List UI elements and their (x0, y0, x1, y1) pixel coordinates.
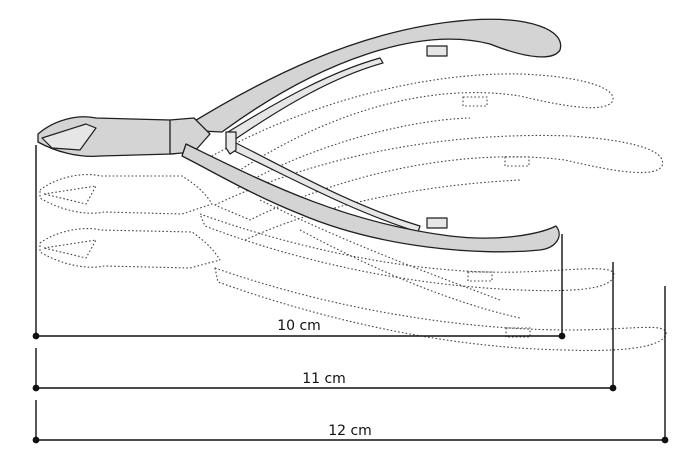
ghost-stop-11cm (462, 96, 488, 107)
ghost-lower-stop-12cm (505, 327, 531, 338)
ghost-jaw-tip-11cm (43, 185, 97, 205)
lower-handle (181, 143, 560, 253)
ghost-nipper-outlines (39, 73, 667, 352)
dimension-label-12cm: 12 cm (328, 423, 372, 439)
ghost-stop-12cm (504, 156, 530, 167)
start-dot-11cm (32, 384, 40, 392)
ghost-head-12cm (39, 227, 221, 269)
start-dot-12cm (32, 436, 40, 444)
dimension-label-10cm: 10 cm (277, 318, 321, 334)
lower-stop (426, 217, 448, 229)
upper-handle (179, 18, 562, 133)
cuticle-nipper-10cm (37, 18, 562, 253)
ghost-head-11cm (39, 173, 213, 215)
ghost-inner-line-a (299, 229, 521, 319)
ghost-lower-handle-11cm (199, 213, 615, 292)
ghost-upper-handle-12cm (214, 134, 664, 221)
end-dot-11cm (609, 384, 617, 392)
end-dot-12cm (661, 436, 669, 444)
upper-stop (426, 45, 448, 57)
joint-box (169, 117, 211, 155)
jaw-blade (41, 123, 97, 151)
ghost-lower-stop-11cm (467, 271, 493, 282)
dimension-lines: 10 cm 11 cm 12 cm (32, 145, 669, 444)
spring (227, 57, 384, 141)
ghost-upper-handle-11cm (204, 73, 614, 171)
start-dot-10cm (32, 332, 40, 340)
ghost-jaw-tip-12cm (43, 239, 97, 259)
dimension-label-11cm: 11 cm (302, 371, 346, 387)
spring-hook (225, 131, 237, 155)
ghost-lower-handle-12cm (214, 267, 667, 352)
end-dot-10cm (558, 332, 566, 340)
ghost-spring-a (237, 117, 471, 189)
